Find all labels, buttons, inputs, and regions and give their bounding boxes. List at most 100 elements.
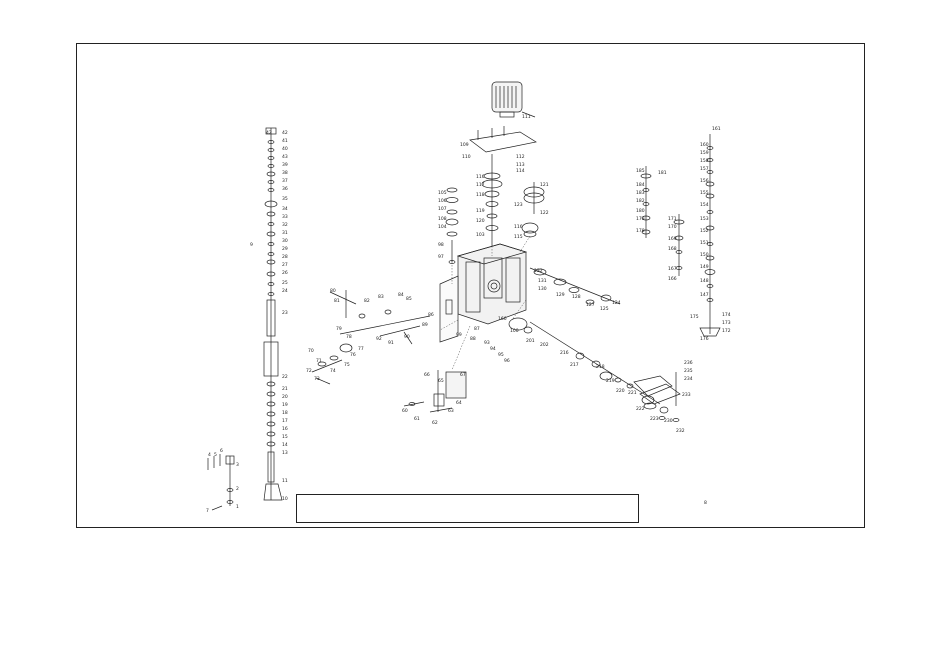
svg-text:219: 219 xyxy=(606,378,615,384)
svg-text:1: 1 xyxy=(236,504,239,510)
svg-text:121: 121 xyxy=(540,182,549,188)
svg-text:158: 158 xyxy=(700,158,709,164)
svg-text:115: 115 xyxy=(514,234,523,240)
svg-text:181: 181 xyxy=(658,170,667,176)
svg-text:111: 111 xyxy=(522,114,531,120)
svg-text:220: 220 xyxy=(616,388,625,394)
svg-text:34: 34 xyxy=(282,206,288,212)
svg-text:81: 81 xyxy=(334,298,340,304)
svg-text:73: 73 xyxy=(314,376,320,382)
svg-text:8: 8 xyxy=(704,500,707,506)
svg-text:127: 127 xyxy=(586,302,595,308)
svg-text:39: 39 xyxy=(282,162,288,168)
left-gear-stack xyxy=(445,187,459,264)
svg-text:170: 170 xyxy=(668,224,677,230)
svg-text:222: 222 xyxy=(636,406,645,412)
svg-text:72: 72 xyxy=(306,368,312,374)
svg-text:159: 159 xyxy=(700,150,709,156)
leader-lines xyxy=(439,235,531,371)
svg-text:113: 113 xyxy=(516,162,525,168)
svg-text:116: 116 xyxy=(476,174,485,180)
svg-text:175: 175 xyxy=(690,314,699,320)
svg-text:118: 118 xyxy=(476,192,485,198)
svg-text:42: 42 xyxy=(282,130,288,136)
svg-text:120: 120 xyxy=(476,218,485,224)
svg-text:5: 5 xyxy=(214,452,217,458)
svg-text:221: 221 xyxy=(628,390,637,396)
svg-text:13: 13 xyxy=(282,450,288,456)
svg-text:171: 171 xyxy=(668,216,677,222)
svg-text:16: 16 xyxy=(282,426,288,432)
svg-text:236: 236 xyxy=(684,360,693,366)
svg-text:26: 26 xyxy=(282,270,288,276)
svg-text:90: 90 xyxy=(404,334,410,340)
svg-text:63: 63 xyxy=(448,408,454,414)
svg-text:79: 79 xyxy=(336,326,342,332)
svg-text:62: 62 xyxy=(432,420,438,426)
svg-text:43: 43 xyxy=(282,154,288,160)
svg-text:129: 129 xyxy=(556,292,565,298)
svg-text:168: 168 xyxy=(668,246,677,252)
svg-text:218: 218 xyxy=(596,364,605,370)
svg-text:86: 86 xyxy=(428,312,434,318)
svg-text:4: 4 xyxy=(208,452,211,458)
svg-text:217: 217 xyxy=(570,362,579,368)
svg-text:15: 15 xyxy=(282,434,288,440)
svg-text:76: 76 xyxy=(350,352,356,358)
quill-column xyxy=(699,134,721,337)
svg-text:122: 122 xyxy=(540,210,549,216)
svg-text:234: 234 xyxy=(684,376,693,382)
svg-text:18: 18 xyxy=(282,410,288,416)
svg-text:3: 3 xyxy=(236,462,239,468)
svg-text:150: 150 xyxy=(700,252,709,258)
svg-text:14: 14 xyxy=(282,442,288,448)
svg-text:97: 97 xyxy=(438,254,444,260)
svg-text:107: 107 xyxy=(438,206,447,212)
svg-text:149: 149 xyxy=(700,264,709,270)
svg-text:117: 117 xyxy=(476,182,485,188)
svg-text:106: 106 xyxy=(438,198,447,204)
upper-right-gear xyxy=(521,182,545,238)
svg-text:130: 130 xyxy=(538,286,547,292)
svg-text:153: 153 xyxy=(700,216,709,222)
svg-text:42: 42 xyxy=(266,130,272,136)
svg-text:235: 235 xyxy=(684,368,693,374)
svg-text:21: 21 xyxy=(282,386,288,392)
svg-text:128: 128 xyxy=(572,294,581,300)
svg-text:78: 78 xyxy=(346,334,352,340)
svg-text:66: 66 xyxy=(424,372,430,378)
svg-text:124: 124 xyxy=(612,300,621,306)
svg-text:6: 6 xyxy=(220,448,223,454)
svg-text:35: 35 xyxy=(282,196,288,202)
svg-text:38: 38 xyxy=(282,170,288,176)
svg-text:172: 172 xyxy=(722,328,731,334)
svg-text:157: 157 xyxy=(700,166,709,172)
svg-text:174: 174 xyxy=(722,312,731,318)
caption-box xyxy=(296,494,639,523)
svg-text:84: 84 xyxy=(398,292,404,298)
lever-assembly xyxy=(329,290,431,353)
svg-text:183: 183 xyxy=(636,190,645,196)
head-casting xyxy=(439,243,528,343)
svg-text:182: 182 xyxy=(636,198,645,204)
lower-right-plate xyxy=(639,372,681,422)
svg-text:89: 89 xyxy=(422,322,428,328)
svg-text:9: 9 xyxy=(250,242,253,248)
svg-text:99: 99 xyxy=(456,332,462,338)
svg-text:37: 37 xyxy=(282,178,288,184)
svg-text:116: 116 xyxy=(514,224,523,230)
svg-text:71: 71 xyxy=(316,358,322,364)
motor xyxy=(491,81,536,118)
svg-text:80: 80 xyxy=(330,288,336,294)
svg-text:109: 109 xyxy=(460,142,469,148)
svg-text:154: 154 xyxy=(700,202,709,208)
svg-text:176: 176 xyxy=(700,336,709,342)
svg-text:82: 82 xyxy=(364,298,370,304)
svg-text:152: 152 xyxy=(700,228,709,234)
bottom-bracket xyxy=(403,370,467,413)
svg-text:23: 23 xyxy=(282,310,288,316)
svg-text:123: 123 xyxy=(514,202,523,208)
side-gear-cluster xyxy=(529,267,621,305)
svg-text:178: 178 xyxy=(636,228,645,234)
